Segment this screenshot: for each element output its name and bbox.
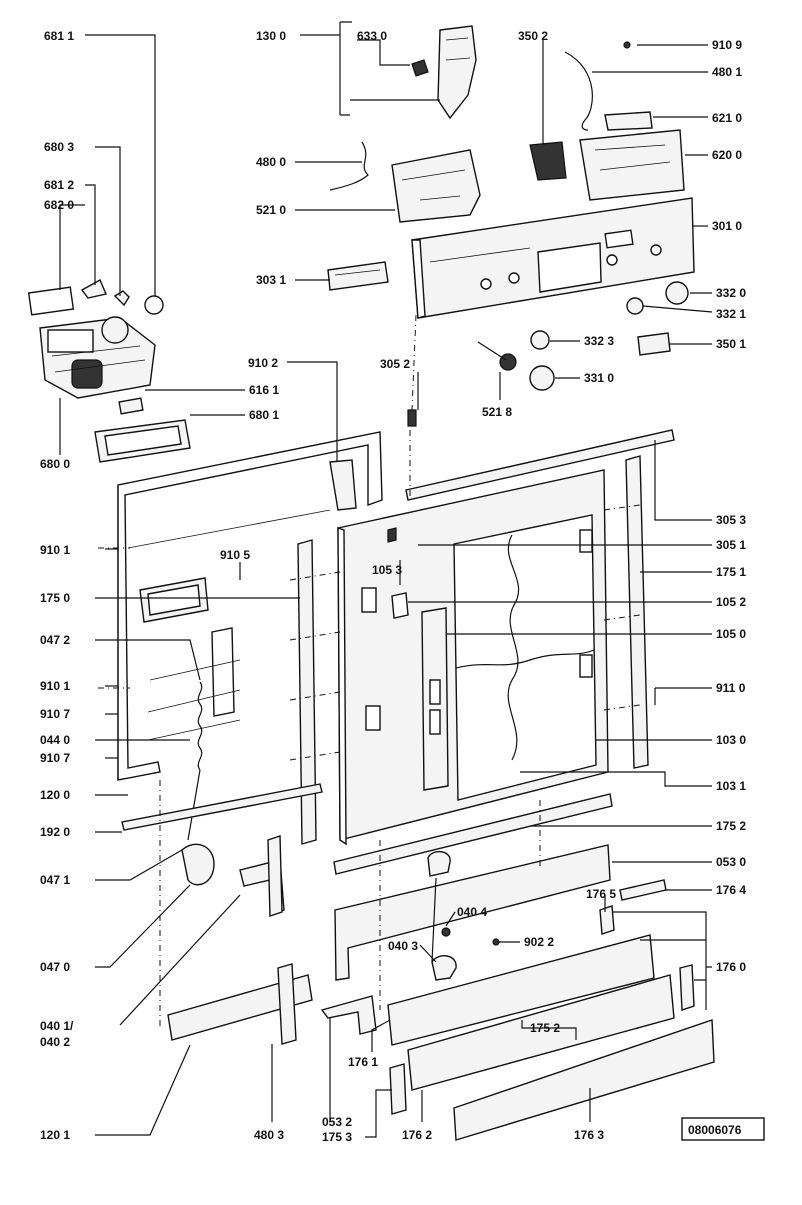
part-label-301-0: 301 0 bbox=[712, 219, 742, 233]
part-label-682-0: 682 0 bbox=[44, 198, 74, 212]
part-label-910-1-b: 910 1 bbox=[40, 679, 70, 693]
part-label-521-0: 521 0 bbox=[256, 203, 286, 217]
part-label-176-2: 176 2 bbox=[402, 1128, 432, 1142]
part-label-053-2: 053 2 bbox=[322, 1115, 352, 1129]
reference-code: 08006076 bbox=[688, 1123, 742, 1137]
part-label-480-3: 480 3 bbox=[254, 1128, 284, 1142]
outer-door-panel bbox=[337, 429, 675, 846]
part-label-305-1: 305 1 bbox=[716, 538, 746, 552]
part-label-175-2-b: 175 2 bbox=[530, 1021, 560, 1035]
part-label-480-0: 480 0 bbox=[256, 155, 286, 169]
part-label-120-1: 120 1 bbox=[40, 1128, 70, 1142]
part-label-350-1: 350 1 bbox=[716, 337, 746, 351]
part-label-633-0: 633 0 bbox=[357, 29, 387, 43]
electronics-parts bbox=[327, 25, 685, 291]
part-label-910-2: 910 2 bbox=[248, 356, 278, 370]
part-label-331-0: 331 0 bbox=[584, 371, 614, 385]
part-label-175-2-a: 175 2 bbox=[716, 819, 746, 833]
part-label-105-0: 105 0 bbox=[716, 627, 746, 641]
part-label-103-1: 103 1 bbox=[716, 779, 746, 793]
part-label-105-2: 105 2 bbox=[716, 595, 746, 609]
part-label-616-1: 616 1 bbox=[249, 383, 279, 397]
part-label-621-0: 621 0 bbox=[712, 111, 742, 125]
part-label-040-4: 040 4 bbox=[457, 905, 487, 919]
dispenser-assembly bbox=[27, 279, 191, 463]
part-label-192-0: 192 0 bbox=[40, 825, 70, 839]
part-label-305-3: 305 3 bbox=[716, 513, 746, 527]
part-label-350-2: 350 2 bbox=[518, 29, 548, 43]
reference-code-box: 08006076 bbox=[681, 1117, 765, 1141]
part-label-332-3: 332 3 bbox=[584, 334, 614, 348]
part-label-047-1: 047 1 bbox=[40, 873, 70, 887]
part-label-910-1-a: 910 1 bbox=[40, 543, 70, 557]
part-label-680-3: 680 3 bbox=[44, 140, 74, 154]
part-label-176-3: 176 3 bbox=[574, 1128, 604, 1142]
part-label-910-7-b: 910 7 bbox=[40, 751, 70, 765]
part-label-303-1: 303 1 bbox=[256, 273, 286, 287]
door-hinge-parts bbox=[121, 681, 613, 917]
part-label-521-8: 521 8 bbox=[482, 405, 512, 419]
part-label-103-0: 103 0 bbox=[716, 733, 746, 747]
part-label-332-0: 332 0 bbox=[716, 286, 746, 300]
part-label-911-0: 911 0 bbox=[716, 681, 746, 695]
part-label-910-7-a: 910 7 bbox=[40, 707, 70, 721]
part-label-130-0: 130 0 bbox=[256, 29, 286, 43]
part-label-047-0: 047 0 bbox=[40, 960, 70, 974]
inner-door-frame bbox=[117, 431, 383, 845]
part-label-480-1: 480 1 bbox=[712, 65, 742, 79]
part-label-305-2: 305 2 bbox=[380, 357, 410, 371]
part-label-047-2: 047 2 bbox=[40, 633, 70, 647]
part-label-120-0: 120 0 bbox=[40, 788, 70, 802]
leader-lines bbox=[59, 21, 713, 1138]
construction-lines bbox=[98, 314, 641, 1030]
part-label-175-0: 175 0 bbox=[40, 591, 70, 605]
part-label-105-3: 105 3 bbox=[372, 563, 402, 577]
part-label-176-5: 176 5 bbox=[586, 887, 616, 901]
part-label-176-4: 176 4 bbox=[716, 883, 746, 897]
part-label-680-0: 680 0 bbox=[40, 457, 70, 471]
part-label-902-2: 902 2 bbox=[524, 935, 554, 949]
part-label-176-0: 176 0 bbox=[716, 960, 746, 974]
part-label-040-2: 040 2 bbox=[40, 1035, 70, 1049]
part-label-176-1: 176 1 bbox=[348, 1055, 378, 1069]
part-label-681-2: 681 2 bbox=[44, 178, 74, 192]
part-label-044-0: 044 0 bbox=[40, 733, 70, 747]
lower-trim-parts bbox=[167, 844, 715, 1141]
part-label-175-3: 175 3 bbox=[322, 1130, 352, 1144]
part-label-332-1: 332 1 bbox=[716, 307, 746, 321]
part-label-910-9: 910 9 bbox=[712, 38, 742, 52]
part-label-680-1: 680 1 bbox=[249, 408, 279, 422]
knobs bbox=[407, 281, 689, 427]
control-panel bbox=[411, 197, 695, 319]
part-labels: 681 1 130 0 633 0 350 2 910 9 480 1 680 … bbox=[40, 29, 746, 1144]
part-label-040-1: 040 1/ bbox=[40, 1019, 74, 1033]
part-label-040-3: 040 3 bbox=[388, 939, 418, 953]
part-label-620-0: 620 0 bbox=[712, 148, 742, 162]
part-label-910-5: 910 5 bbox=[220, 548, 250, 562]
part-label-681-1: 681 1 bbox=[44, 29, 74, 43]
part-label-053-0: 053 0 bbox=[716, 855, 746, 869]
part-label-175-1: 175 1 bbox=[716, 565, 746, 579]
